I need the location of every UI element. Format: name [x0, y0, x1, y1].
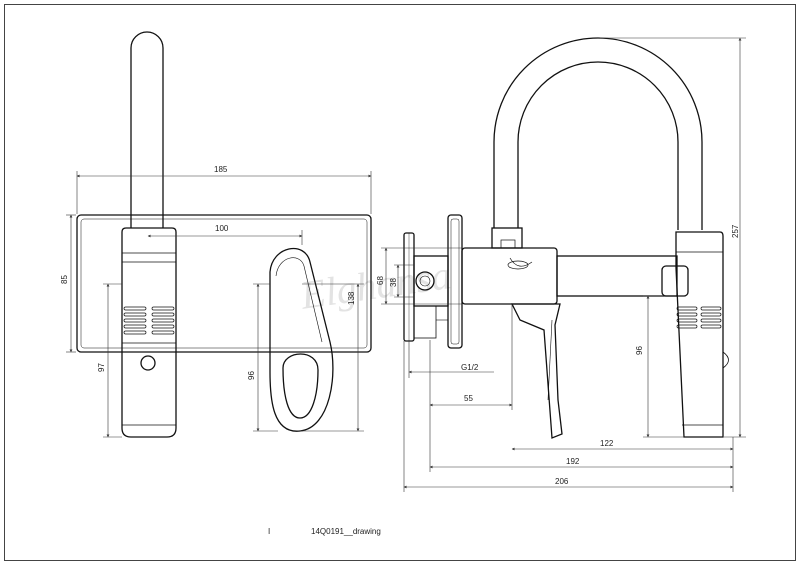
- dim-reach-206: 206: [555, 477, 569, 486]
- dim-total-height-138: 138: [347, 291, 356, 305]
- spout-arm: [556, 255, 678, 297]
- footer-mark: I: [268, 527, 271, 536]
- dim-spout-drop-97: 97: [97, 363, 106, 372]
- dim-width-185: 185: [214, 165, 228, 174]
- handle-grip-hole: [282, 353, 319, 419]
- spout-hub: [491, 227, 523, 249]
- dim-body-38: 38: [389, 278, 398, 287]
- dim-depth-55: 55: [464, 394, 473, 403]
- spray-button: [140, 355, 156, 371]
- spray-clip: [661, 265, 689, 297]
- dim-spacing-100: 100: [215, 224, 229, 233]
- dim-reach-122: 122: [600, 439, 614, 448]
- spray-grip: [676, 306, 722, 329]
- front-dimensions: [66, 171, 372, 438]
- dim-height-257: 257: [731, 224, 740, 238]
- spray-head: [675, 231, 724, 438]
- gooseneck-spout: [493, 37, 703, 230]
- spout-body: [121, 227, 177, 438]
- dim-thread-g12: G1/2: [461, 363, 479, 372]
- side-view: [403, 37, 729, 439]
- dim-reach-192: 192: [566, 457, 580, 466]
- spout-grip: [123, 306, 175, 335]
- sheet-border: [4, 4, 796, 561]
- dim-drop-96: 96: [635, 346, 644, 355]
- side-lever: [510, 303, 563, 439]
- side-dimensions: [381, 37, 746, 492]
- spout-tube: [130, 31, 164, 228]
- footer-caption: 14Q0191__drawing: [311, 527, 381, 536]
- dim-flange-68: 68: [376, 276, 385, 285]
- dim-plate-height-85: 85: [60, 275, 69, 284]
- front-view: [76, 31, 372, 438]
- dim-handle-drop-96: 96: [247, 371, 256, 380]
- valve-port: [415, 271, 435, 291]
- lever-handle: [269, 247, 334, 432]
- horizontal-body: [461, 247, 558, 305]
- wall-plate: [76, 214, 372, 353]
